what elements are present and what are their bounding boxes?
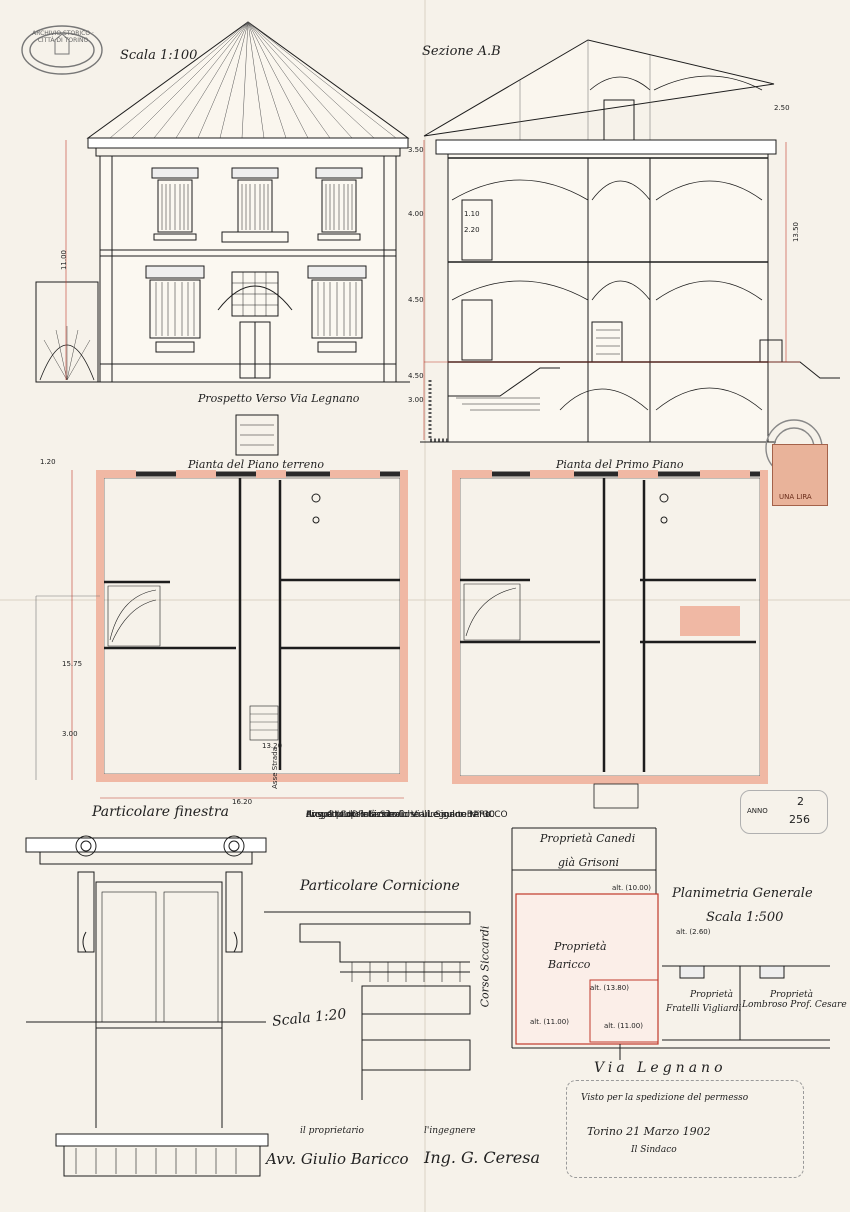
archive-stamp-text: ARCHIVIO STORICO · CITTÀ DI TORINO (32, 30, 94, 44)
site-owner-2: Baricco (548, 958, 591, 971)
site-neighbor-r2-b: Lombroso Prof. Cesare (742, 1000, 847, 1010)
gf-dim-width: 15.75 (62, 660, 83, 668)
first-floor-title: Pianta del Primo Piano (556, 458, 684, 471)
site-height-4: alt. (11.00) (604, 1022, 643, 1030)
description-line-4: Angolo Corso Siccardi. (306, 810, 407, 820)
site-owner: Proprietà (554, 940, 607, 953)
site-plan-title: Planimetria Generale (672, 886, 813, 901)
gf-dim-overall: 16.20 (232, 798, 253, 806)
approval-line-1: Visto per la spedizione del permesso (581, 1093, 749, 1103)
site-plan (511, 827, 830, 1060)
window-detail-title: Particolare finestra (92, 804, 229, 820)
archive-num-2: 256 (789, 813, 810, 826)
section-dim-4: 3.00 (408, 396, 424, 404)
engineer-signature: Ing. G. Ceresa (424, 1148, 540, 1167)
section-ab (420, 39, 840, 443)
site-neighbor-r2-a: Proprietà (770, 990, 814, 1000)
site-height-2: alt. (13.80) (590, 984, 629, 992)
site-neighbor-top-2: già Grisoni (558, 856, 620, 869)
elevation-title: Prospetto Verso Via Legnano (198, 392, 360, 405)
gf-dim-stair: 3.00 (62, 730, 78, 738)
section-dim-0: 3.50 (408, 146, 424, 154)
description-line-3: di sua proprietà Sito in Via Legnano N° … (306, 810, 495, 820)
gf-dim-bottom: 13.20 (262, 742, 283, 750)
archive-stamp (21, 25, 103, 75)
section-dim-3: 4.50 (408, 372, 424, 380)
approval-stamp: Visto per la spedizione del permesso Tor… (566, 1080, 804, 1178)
elevation-height-dim: 11.00 (60, 249, 69, 271)
first-floor-plan (452, 470, 768, 809)
section-dim-2: 4.50 (408, 296, 424, 304)
site-neighbor-top: Proprietà Canedi (540, 832, 636, 845)
site-height-1: alt. (2.60) (676, 928, 711, 936)
section-dim-1: 4.00 (408, 210, 424, 218)
section-total-dim: 13.50 (792, 221, 801, 243)
description-line-2: Avv. GIULIO intende Costruire sul terren… (306, 810, 491, 820)
section-dim-5: 2.50 (774, 104, 790, 112)
approval-line-2: Torino 21 Marzo 1902 (587, 1125, 711, 1138)
ground-floor-title: Pianta del Piano terreno (188, 458, 324, 471)
approval-line-3: Il Sindaco (631, 1145, 677, 1155)
site-neighbor-r1-b: Fratelli Vigliardi (666, 1004, 742, 1014)
site-height-0: alt. (10.00) (612, 884, 651, 892)
archive-number-stamp: ANNO 2 256 (740, 790, 828, 834)
front-elevation (35, 21, 410, 383)
description-line-1: Progetto di Palazzina che Ill. Signor BA… (306, 810, 508, 820)
elevation-scale: Scala 1:100 (120, 48, 198, 63)
revenue-stamp-value: UNA LIRA (779, 493, 812, 501)
archive-anno: ANNO (747, 807, 768, 815)
owner-label: il proprietario (300, 1126, 364, 1136)
site-street-left: Corso Siccardi (478, 925, 492, 1008)
gf-axis-label: Asse Strada (270, 747, 279, 789)
site-street-bottom: Via Legnano (594, 1060, 727, 1076)
ground-floor-plan (35, 414, 408, 799)
owner-signature: Avv. Giulio Baricco (266, 1150, 409, 1168)
revenue-stamp: UNA LIRA (772, 444, 828, 506)
section-door-dim: 2.20 (464, 226, 480, 234)
section-title: Sezione A.B (422, 44, 501, 59)
archive-num-1: 2 (797, 795, 804, 808)
site-plan-scale: Scala 1:500 (706, 910, 784, 925)
window-detail (25, 835, 269, 1177)
site-neighbor-r1-a: Proprietà (690, 990, 734, 1000)
site-height-3: alt. (11.00) (530, 1018, 569, 1026)
section-sill-dim: 1.10 (464, 210, 480, 218)
engineer-label: l'ingegnere (424, 1126, 476, 1136)
gf-dim-top: 1.20 (40, 458, 56, 466)
cornice-detail (264, 911, 471, 1100)
cornice-detail-title: Particolare Cornicione (300, 878, 460, 894)
